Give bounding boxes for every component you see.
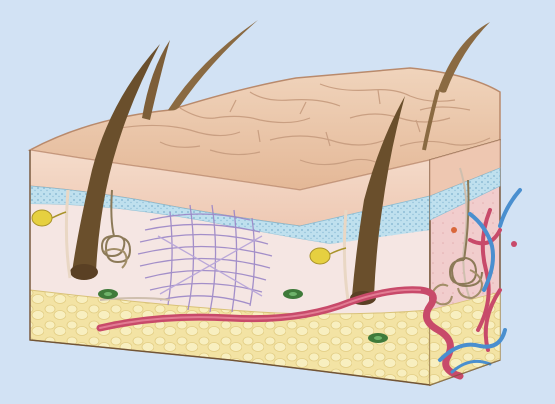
skin-cross-section-diagram [0, 0, 555, 404]
skin-illustration-frame [0, 0, 555, 404]
